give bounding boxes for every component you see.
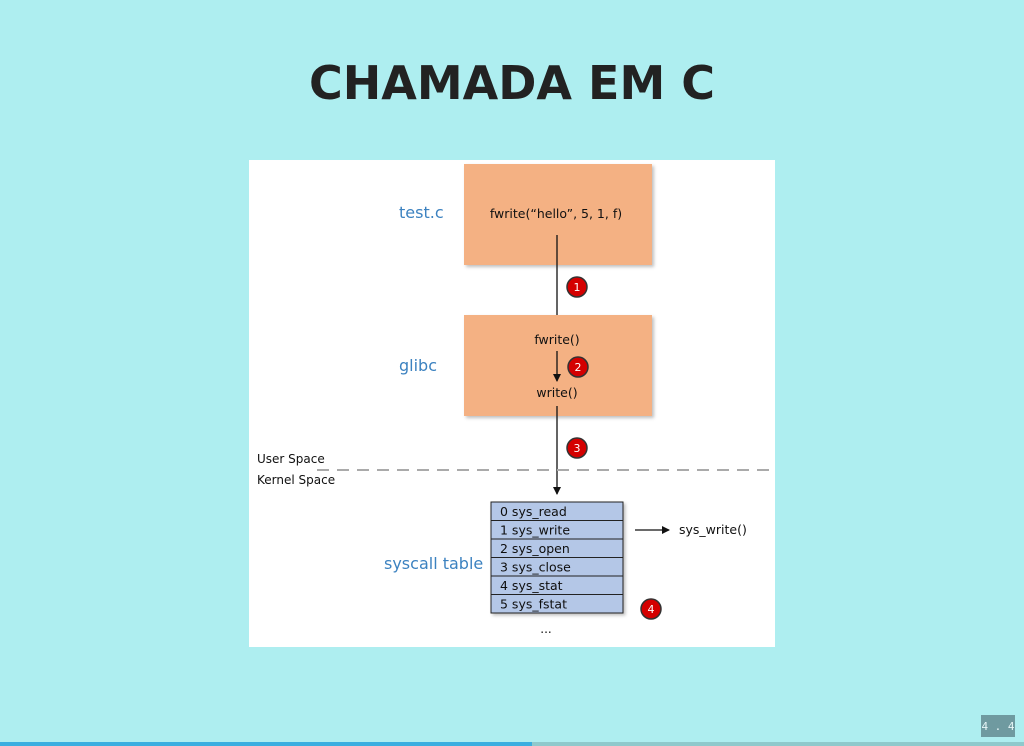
- syscall-table-row: 5 sys_fstat: [490, 594, 624, 614]
- syscall-table-row: 2 sys_open: [490, 538, 624, 558]
- syscall-table-row-label: 4 sys_stat: [500, 578, 563, 593]
- target-function-label: sys_write(): [679, 522, 747, 537]
- syscall-table-row-label: 1 sys_write: [500, 523, 570, 538]
- step-badge-4: 4: [640, 598, 662, 620]
- syscall-table-row-label: 2 sys_open: [500, 541, 570, 556]
- syscall-table-row: 1 sys_write: [490, 520, 624, 540]
- syscall-table-label: syscall table: [384, 554, 483, 573]
- syscall-table-row-label: 3 sys_close: [500, 560, 571, 575]
- syscall-table-row: 4 sys_stat: [490, 575, 624, 595]
- progress-bar-fill: [0, 742, 533, 746]
- svg-text:1: 1: [574, 281, 581, 294]
- step-badge-3: 3: [566, 437, 588, 459]
- step-badge-1: 1: [566, 276, 588, 298]
- library-fn-fwrite: fwrite(): [534, 332, 579, 347]
- step-badge-2: 2: [567, 356, 589, 378]
- library-fn-write: write(): [536, 385, 577, 400]
- syscall-diagram: test.c fwrite(“hello”, 5, 1, f) 1 glibc …: [249, 160, 775, 647]
- syscall-table-row-label: 5 sys_fstat: [500, 597, 567, 612]
- source-code-box: [464, 164, 652, 265]
- library-box: [464, 315, 652, 416]
- slide-number[interactable]: 4 . 4: [981, 715, 1015, 737]
- library-label: glibc: [399, 356, 437, 375]
- svg-text:4: 4: [648, 603, 655, 616]
- syscall-table: 0 sys_read 1 sys_write 2 sys_open 3 sys_clo…: [490, 501, 624, 614]
- syscall-table-row: 3 sys_close: [490, 557, 624, 577]
- syscall-table-row: 0 sys_read: [490, 501, 624, 521]
- kernel-space-label: Kernel Space: [257, 473, 335, 487]
- progress-bar: [0, 742, 1024, 746]
- source-file-label: test.c: [399, 203, 444, 222]
- svg-text:3: 3: [574, 442, 581, 455]
- diagram-canvas: test.c fwrite(“hello”, 5, 1, f) 1 glibc …: [257, 164, 773, 636]
- table-ellipsis: ...: [540, 622, 551, 636]
- syscall-table-row-label: 0 sys_read: [500, 504, 567, 519]
- source-code-text: fwrite(“hello”, 5, 1, f): [490, 206, 622, 221]
- svg-text:2: 2: [575, 361, 582, 374]
- slide-title: CHAMADA EM C: [308, 56, 715, 110]
- user-space-label: User Space: [257, 452, 325, 466]
